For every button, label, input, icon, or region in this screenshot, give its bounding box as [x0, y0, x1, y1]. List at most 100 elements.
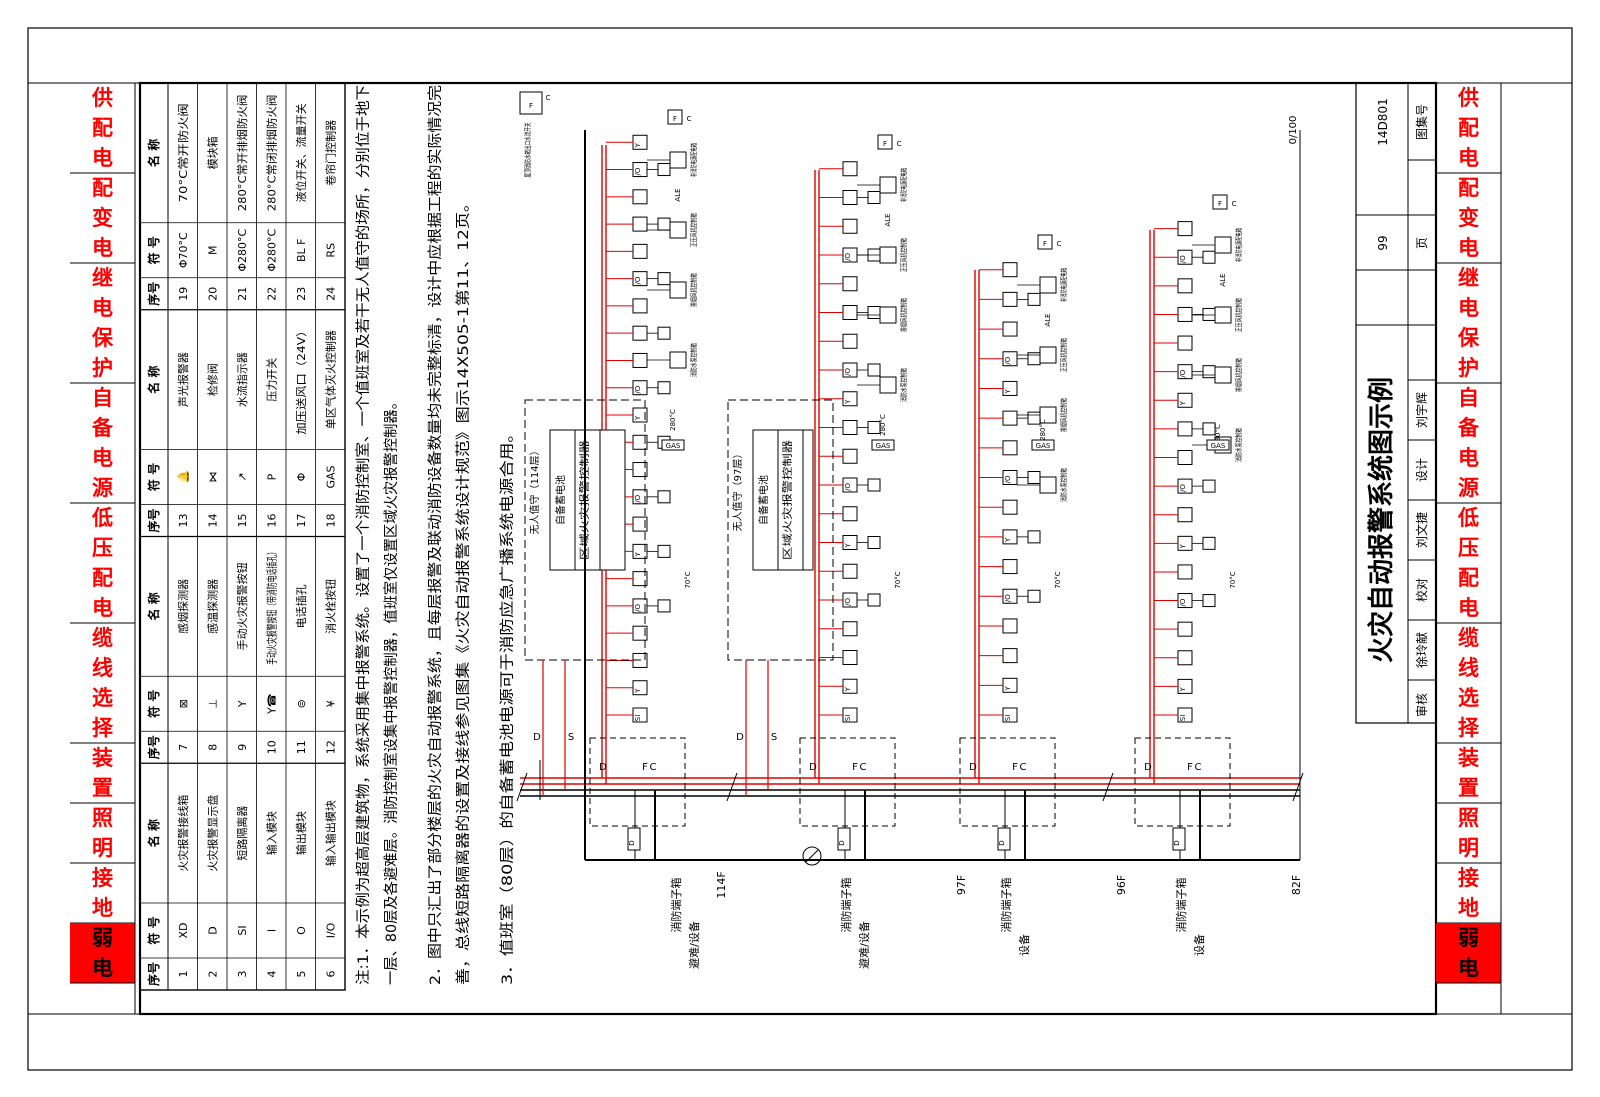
- legend-seq: 6: [324, 971, 337, 978]
- diagram-label: Y: [634, 142, 642, 148]
- diagram-label: C: [1195, 762, 1202, 773]
- legend-row: 6 I/O 输入输出模块: [323, 800, 337, 977]
- diagram-label: 280°C: [669, 409, 677, 431]
- diagram-label: GAS: [876, 442, 891, 450]
- page-no-value: 99: [1376, 235, 1390, 250]
- legend-header-sym: 符 号: [146, 463, 161, 491]
- tab-8[interactable]: 接地: [1436, 866, 1501, 924]
- tab-1[interactable]: 配变电: [1436, 176, 1501, 264]
- diagram-label: SI: [1179, 715, 1187, 722]
- diagram-label: C: [687, 115, 692, 123]
- tab-char: 择: [1458, 716, 1480, 740]
- diagram-label: ALE: [674, 188, 682, 201]
- diagram-label: Y: [844, 543, 852, 549]
- diagram-label: F: [673, 115, 677, 123]
- legend-name: 输入输出模块: [323, 800, 337, 866]
- tab-0[interactable]: 供配电: [1436, 86, 1501, 174]
- terminal-box-label: 消防端子箱: [1174, 878, 1188, 933]
- diagram-label: 消防水泵控制箱: [1234, 428, 1243, 462]
- diagram-label: Y: [1179, 687, 1187, 693]
- tab-char: 变: [92, 206, 113, 230]
- tab-char: 弱: [1458, 926, 1479, 950]
- diagram-label: Y: [1179, 400, 1187, 406]
- legend-seq: 18: [324, 514, 337, 528]
- tab-7[interactable]: 照明: [70, 806, 135, 864]
- legend-name: 输入模块: [264, 811, 278, 855]
- tab-8[interactable]: 接地: [70, 866, 135, 924]
- tab-6[interactable]: 装置: [70, 746, 135, 804]
- zone-type-label: 避难/设备: [857, 921, 871, 969]
- legend-name: 检修阀: [205, 363, 219, 396]
- diagram-label: Y: [634, 415, 642, 421]
- tab-9[interactable]: 弱电: [1436, 923, 1501, 984]
- diagram-label: I/O: [634, 167, 642, 177]
- diagram-label: ALE: [1044, 313, 1052, 326]
- tab-char: 电: [1458, 146, 1479, 170]
- diagram-label: 排烟风机控制箱: [899, 298, 908, 332]
- diagram-label: SI: [1004, 715, 1012, 722]
- tab-9[interactable]: 弱电: [70, 923, 135, 984]
- legend-header-sym: 符 号: [146, 690, 161, 718]
- tab-0[interactable]: 供配电: [70, 86, 135, 174]
- diagram-label: D: [969, 762, 977, 773]
- tab-1[interactable]: 配变电: [70, 176, 135, 264]
- tab-char: 照: [92, 806, 113, 830]
- tab-char: 线: [92, 656, 113, 680]
- legend-name: 感温探测器: [206, 579, 219, 634]
- tab-char: 供: [1457, 86, 1479, 110]
- legend-symbol: ⊜: [295, 699, 308, 708]
- unmanned-title: 无人值守（114层）: [528, 445, 541, 534]
- legend-symbol: D: [206, 926, 219, 934]
- tab-char: 线: [1458, 656, 1479, 680]
- diagram-label: 正压风机控制箱: [689, 213, 698, 247]
- diagram-label: 消防水泵控制箱: [899, 368, 908, 402]
- outer-frame: [27, 27, 1573, 1071]
- legend-header-seq: 序号: [146, 508, 161, 532]
- diagram-label: 280°C: [879, 414, 887, 436]
- tab-7[interactable]: 照明: [1436, 806, 1501, 864]
- tab-char: 供: [91, 86, 113, 110]
- terminal-box-label: 消防端子箱: [669, 878, 683, 933]
- diagram-label: D: [998, 840, 1006, 845]
- legend-seq: 15: [236, 514, 249, 528]
- legend-symbol: P: [265, 473, 278, 480]
- tab-char: 配: [92, 176, 113, 200]
- diagram-label: I/O: [1004, 594, 1012, 604]
- diagram-label: 非消防电源配电箱: [899, 168, 908, 202]
- legend-seq: 3: [236, 971, 249, 978]
- legend-seq: 9: [236, 744, 249, 751]
- legend-symbol: I/O: [324, 922, 337, 938]
- legend-seq: 11: [295, 740, 308, 754]
- tab-char: 配: [1458, 566, 1479, 590]
- legend-seq: 10: [265, 740, 278, 754]
- legend-seq: 21: [236, 287, 249, 301]
- diagram-label: I/O: [1179, 255, 1187, 265]
- zone-type-label: 避难/设备: [687, 921, 701, 969]
- diagram-label: 排烟风机控制箱: [1234, 358, 1243, 392]
- legend-row: 14⋈检修阀: [205, 363, 219, 527]
- legend-seq: 7: [177, 744, 190, 751]
- diagram-label: D: [599, 762, 607, 773]
- title-block: 14D801 图集号 99 页 刘宇辉 设计 刘文捷 校对 徐玲献 审核 火灾自…: [1355, 82, 1437, 724]
- tab-char: 低: [91, 506, 113, 530]
- diagram-label: 非消防电源配电箱: [1234, 228, 1243, 262]
- tab-6[interactable]: 装置: [1436, 746, 1501, 804]
